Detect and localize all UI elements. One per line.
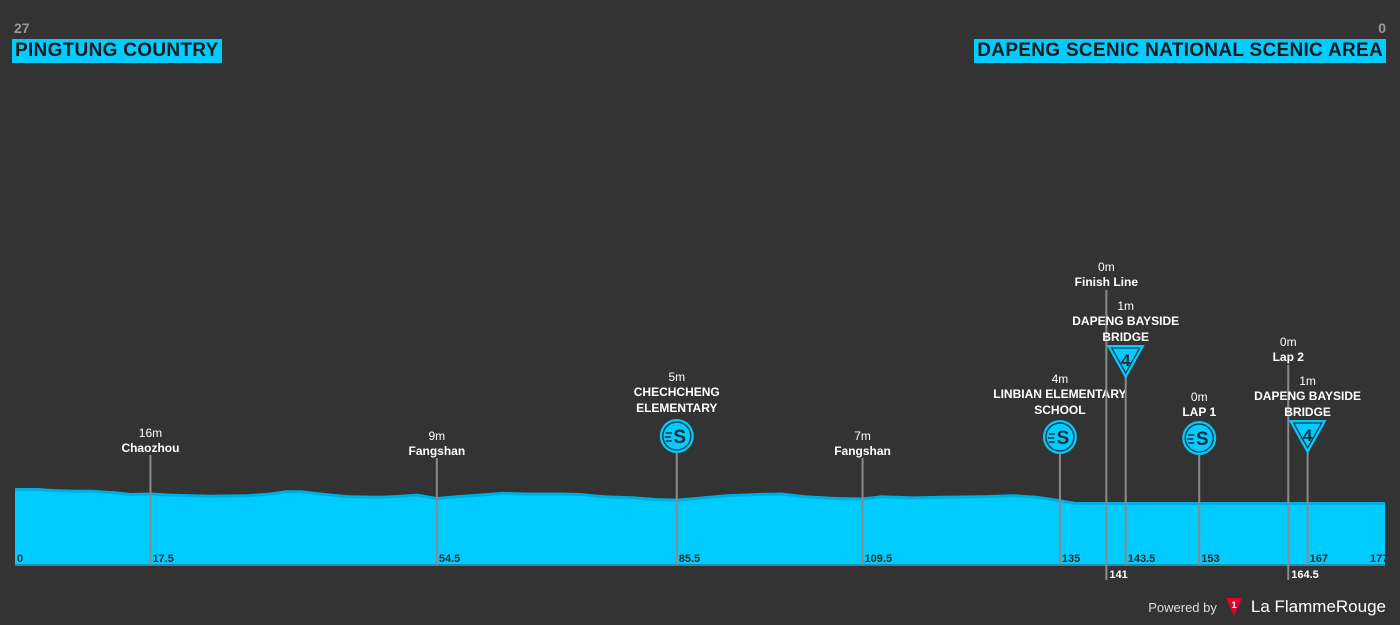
flamme-rouge-logo-icon: 1 xyxy=(1225,598,1242,616)
marker-name: DAPENG BAYSIDE xyxy=(1254,389,1361,403)
marker-name: Chaozhou xyxy=(121,441,179,455)
marker-name: SCHOOL xyxy=(1034,403,1085,417)
profile-area xyxy=(15,491,1385,565)
x-tick-label: 17.5 xyxy=(152,553,173,565)
kom-icon-inner xyxy=(1292,422,1323,450)
kom-category-label: 4 xyxy=(1121,351,1131,370)
end-location: DAPENG SCENIC NATIONAL SCENIC AREA xyxy=(974,39,1386,63)
powered-by: Powered by 1 La FlammeRouge xyxy=(1148,597,1386,617)
marker-name: LAP 1 xyxy=(1182,405,1216,419)
svg-text:1: 1 xyxy=(1231,600,1236,610)
sprint-speed-lines-icon xyxy=(1187,434,1195,444)
x-tick-label: 153 xyxy=(1201,553,1219,565)
sprint-icon-letter: S xyxy=(1057,428,1070,449)
sprint-icon-letter: S xyxy=(673,427,686,448)
marker-name: ELEMENTARY xyxy=(636,401,717,415)
sprint-speed-lines-icon xyxy=(1047,433,1055,443)
start-location: PINGTUNG COUNTRY xyxy=(12,39,222,63)
sprint-speed-lines-icon xyxy=(664,432,672,442)
marker-name: Fangshan xyxy=(409,444,466,458)
x-tick-label: 0 xyxy=(17,553,23,565)
kom-cat4-icon xyxy=(1106,345,1145,379)
marker-elevation: 7m xyxy=(854,429,871,443)
kom-category-label: 4 xyxy=(1303,426,1313,445)
kom-icon-inner xyxy=(1110,347,1141,375)
marker-name: LINBIAN ELEMENTARY xyxy=(993,387,1126,401)
x-tick-label: 167 xyxy=(1310,553,1328,565)
marker-name: Lap 2 xyxy=(1273,350,1305,364)
kom-cat4-icon xyxy=(1288,420,1327,454)
x-tick-label: 164.5 xyxy=(1291,569,1319,581)
marker-elevation: 0m xyxy=(1280,335,1297,349)
sprint-icon-ring xyxy=(662,421,692,451)
x-tick-label: 109.5 xyxy=(865,553,893,565)
x-tick-label: 177 xyxy=(1370,553,1388,565)
marker-elevation: 0m xyxy=(1098,260,1115,274)
sprint-icon xyxy=(1042,420,1077,454)
marker-name: DAPENG BAYSIDE xyxy=(1072,314,1179,328)
sprint-icon-ring xyxy=(1184,423,1214,453)
marker-name: BRIDGE xyxy=(1102,330,1149,344)
x-tick-label: 135 xyxy=(1062,553,1080,565)
marker-elevation: 1m xyxy=(1299,374,1316,388)
x-tick-label: 143.5 xyxy=(1128,553,1156,565)
start-elevation: 27 xyxy=(14,20,30,36)
x-tick-label: 85.5 xyxy=(679,553,700,565)
powered-by-label: Powered by xyxy=(1148,599,1217,615)
marker-elevation: 1m xyxy=(1117,299,1134,313)
marker-elevation: 9m xyxy=(429,429,446,443)
marker-elevation: 0m xyxy=(1191,390,1208,404)
sprint-icon-ring xyxy=(1045,422,1075,452)
marker-name: BRIDGE xyxy=(1284,405,1331,419)
marker-name: Fangshan xyxy=(834,444,891,458)
sprint-icon xyxy=(1182,421,1217,455)
marker-elevation: 5m xyxy=(668,370,685,384)
x-tick-label: 54.5 xyxy=(439,553,460,565)
sprint-icon-letter: S xyxy=(1196,429,1209,450)
marker-elevation: 16m xyxy=(139,426,162,440)
marker-elevation: 4m xyxy=(1052,372,1069,386)
marker-name: Finish Line xyxy=(1075,275,1139,289)
brand-name: La FlammeRouge xyxy=(1250,597,1386,616)
end-elevation: 0 xyxy=(1378,20,1386,36)
x-tick-label: 141 xyxy=(1109,569,1127,581)
marker-name: CHECHCHENG xyxy=(634,385,720,399)
sprint-icon xyxy=(659,419,694,453)
